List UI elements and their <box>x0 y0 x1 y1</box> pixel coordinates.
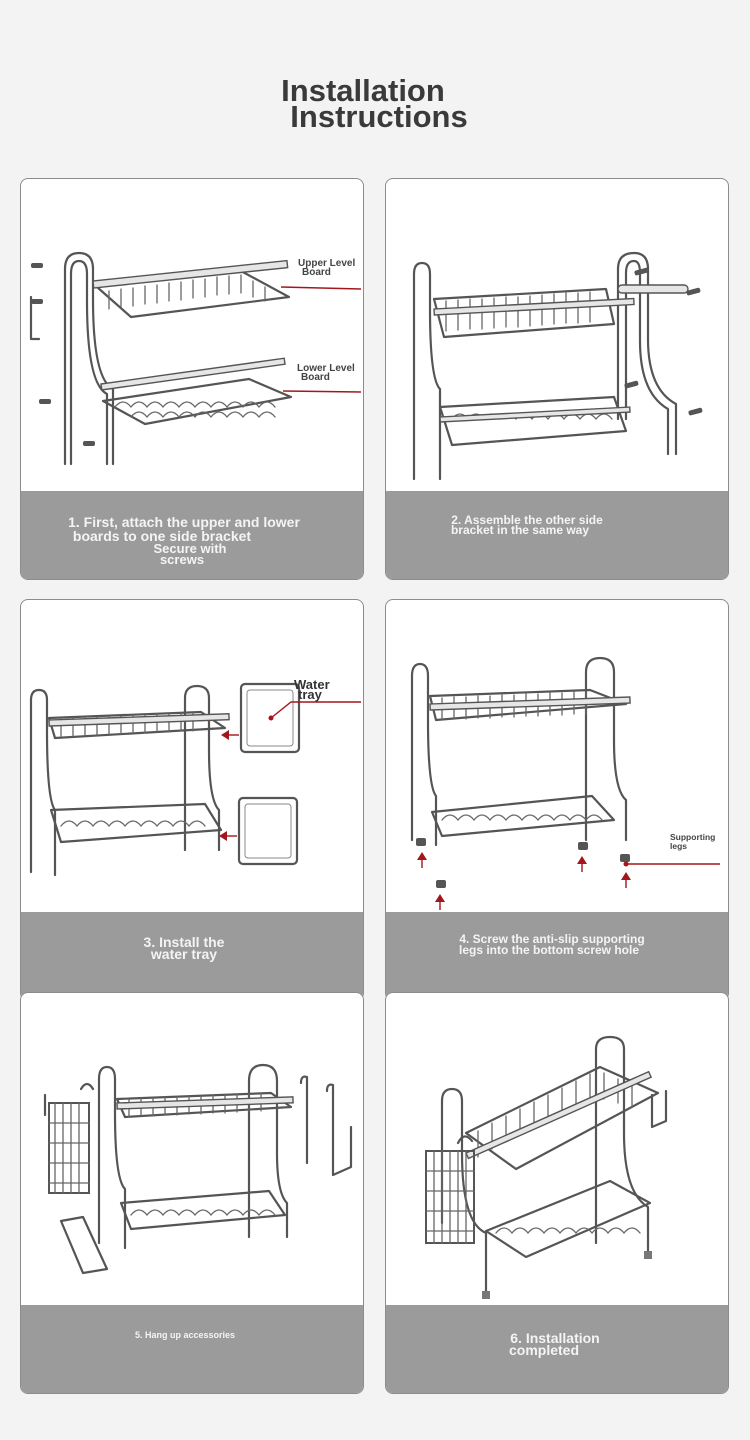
callout-legs-line-1: Supporting <box>670 832 716 842</box>
callout-upper-line-2: Board <box>302 267 331 278</box>
step-3-caption-line-1: 3. Install the <box>143 934 225 950</box>
title-line-2: Instructions <box>290 99 468 134</box>
step-5-caption-line-1: 5. Hang up accessories <box>134 1330 236 1340</box>
step-6-caption-line-1: 6. Installation <box>510 1330 600 1346</box>
step-card-3: Water tray 3. Install the water tray <box>20 599 364 1001</box>
callout-water-tray: Water tray <box>294 677 330 702</box>
step-1-caption-line-1: 1. First, attach the upper and lower <box>68 514 300 530</box>
step-4-caption-line-2: legs into the bottom screw hole <box>458 943 640 957</box>
step-2-caption-line-2: bracket in the same way <box>450 523 590 537</box>
step-1-caption: 1. First, attach the upper and lower boa… <box>21 491 363 579</box>
step-2-caption: 2. Assemble the other side bracket in th… <box>386 491 728 579</box>
step-card-5: 5. Hang up accessories <box>20 992 364 1394</box>
step-4-caption-line-1: 4. Screw the anti-slip supporting <box>459 932 645 946</box>
page-title: Installation Instructions <box>0 73 750 134</box>
callout-lower-line-1: Lower Level <box>297 363 355 374</box>
callout-tray-line-1: Water <box>294 677 330 692</box>
step-4-caption: 4. Screw the anti-slip supporting legs i… <box>386 912 728 1000</box>
callout-legs-line-2: legs <box>670 841 688 851</box>
step-card-2: 2. Assemble the other side bracket in th… <box>385 178 729 580</box>
title-line-1: Installation <box>281 73 445 108</box>
callout-lower-level-board: Lower Level Board <box>297 363 355 383</box>
step-5-illustration <box>43 1063 353 1275</box>
step-3-caption-line-2: water tray <box>150 946 218 962</box>
step-2-caption-line-1: 2. Assemble the other side <box>451 513 603 527</box>
step-1-caption-line-4: screws <box>159 552 205 567</box>
callout-upper-line-1: Upper Level <box>298 258 356 269</box>
step-2-illustration <box>412 251 703 481</box>
callout-upper-level-board: Upper Level Board <box>298 258 356 278</box>
step-card-4: Supporting legs 4. Screw the anti-slip s… <box>385 599 729 1001</box>
step-6-illustration <box>425 1035 668 1300</box>
step-4-illustration <box>410 656 720 910</box>
step-1-illustration <box>29 251 362 466</box>
callout-lower-line-2: Board <box>301 372 330 383</box>
step-1-caption-line-2: boards to one side bracket <box>72 528 252 544</box>
step-card-1: Upper Level Board Lower Level Board 1. F… <box>20 178 364 580</box>
callout-supporting-legs: Supporting legs <box>670 833 715 851</box>
step-5-caption: 5. Hang up accessories <box>21 1305 363 1393</box>
step-3-caption: 3. Install the water tray <box>21 912 363 1000</box>
step-6-caption-line-2: completed <box>508 1342 579 1358</box>
step-3-illustration <box>29 682 361 877</box>
step-card-6: 6. Installation completed <box>385 992 729 1394</box>
step-6-caption: 6. Installation completed <box>386 1305 728 1393</box>
callout-tray-line-2: tray <box>298 687 322 702</box>
step-1-caption-line-3: Secure with <box>153 541 227 556</box>
